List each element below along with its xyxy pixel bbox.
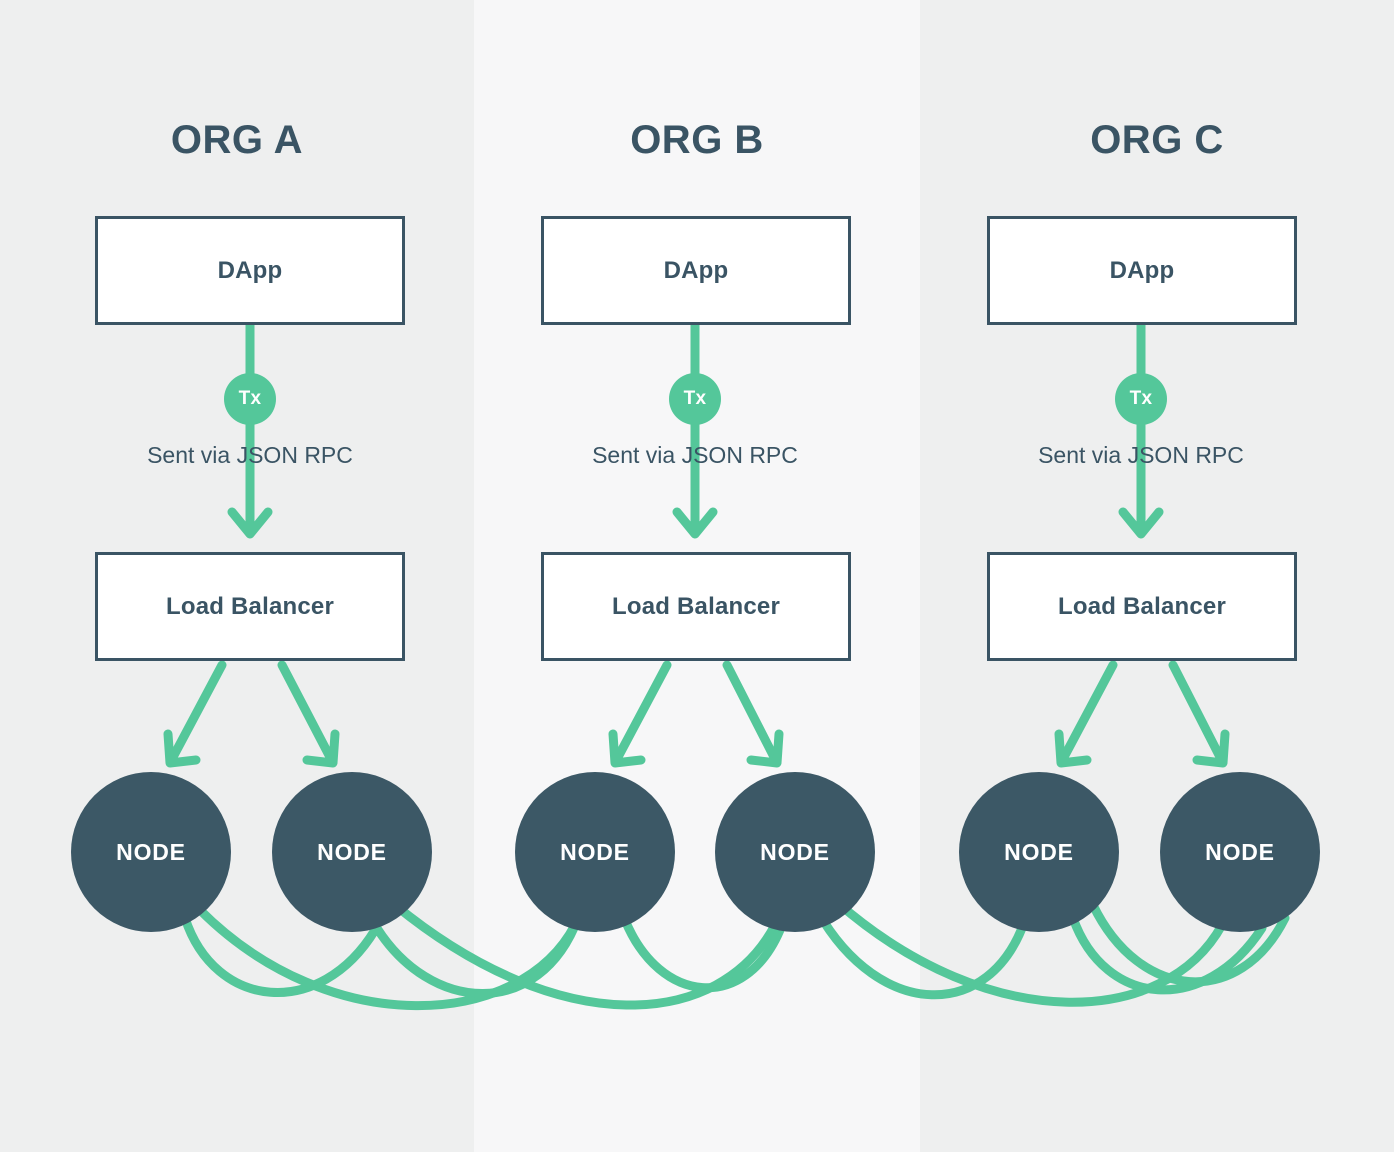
rpc-note-org-c: Sent via JSON RPC <box>1038 442 1244 468</box>
column-title-org-a: ORG A <box>170 118 304 162</box>
node-circle-org-c-2[interactable]: NODE <box>1160 772 1320 932</box>
tx-badge-org-a[interactable]: Tx <box>224 373 276 425</box>
node-circle-label: NODE <box>317 838 387 865</box>
dapp-box-label: DApp <box>1109 256 1175 284</box>
tx-badge-org-b[interactable]: Tx <box>669 373 721 425</box>
dapp-box-org-a[interactable]: DApp <box>95 216 405 325</box>
rpc-note-org-b: Sent via JSON RPC <box>592 442 798 468</box>
node-circle-label: NODE <box>1004 838 1074 865</box>
column-title-org-c: ORG C <box>1090 118 1224 162</box>
node-circle-label: NODE <box>1205 838 1275 865</box>
node-circle-org-a-1[interactable]: NODE <box>71 772 231 932</box>
load-balancer-box-label: Load Balancer <box>166 592 334 620</box>
node-circle-label: NODE <box>760 838 830 865</box>
node-circle-org-a-2[interactable]: NODE <box>272 772 432 932</box>
node-circle-org-c-1[interactable]: NODE <box>959 772 1119 932</box>
load-balancer-box-org-a[interactable]: Load Balancer <box>95 552 405 661</box>
tx-badge-label: Tx <box>1129 388 1153 409</box>
rpc-note-org-a: Sent via JSON RPC <box>147 442 353 468</box>
load-balancer-box-label: Load Balancer <box>1058 592 1226 620</box>
node-circle-org-b-2[interactable]: NODE <box>715 772 875 932</box>
dapp-box-org-b[interactable]: DApp <box>541 216 851 325</box>
tx-badge-org-c[interactable]: Tx <box>1115 373 1167 425</box>
tx-badge-label: Tx <box>683 388 707 409</box>
load-balancer-box-label: Load Balancer <box>612 592 780 620</box>
node-circle-org-b-1[interactable]: NODE <box>515 772 675 932</box>
dapp-box-label: DApp <box>217 256 283 284</box>
dapp-box-org-c[interactable]: DApp <box>987 216 1297 325</box>
node-circle-label: NODE <box>560 838 630 865</box>
column-title-org-b: ORG B <box>630 118 764 162</box>
load-balancer-box-org-b[interactable]: Load Balancer <box>541 552 851 661</box>
load-balancer-box-org-c[interactable]: Load Balancer <box>987 552 1297 661</box>
dapp-box-label: DApp <box>663 256 729 284</box>
tx-badge-label: Tx <box>238 388 262 409</box>
node-circle-label: NODE <box>116 838 186 865</box>
